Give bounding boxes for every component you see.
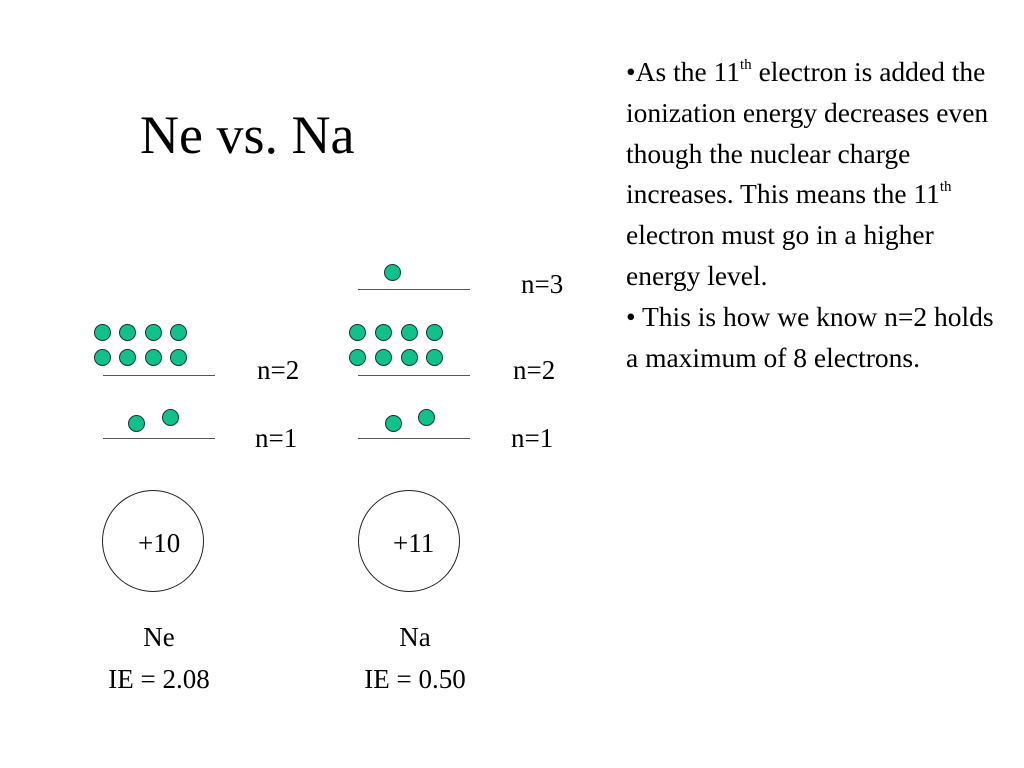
slide-title: Ne vs. Na xyxy=(140,105,355,165)
ne-n1-electron xyxy=(128,415,145,432)
ne-n2-electron xyxy=(170,324,187,341)
ne-n2-electron xyxy=(94,349,111,366)
bullet-1-text-b: electron is added the ionization energy … xyxy=(626,56,989,210)
ne-n2-electron xyxy=(119,324,136,341)
na-element-label: Na xyxy=(399,622,431,652)
na-n2-electron xyxy=(401,349,418,366)
na-n3-label: n=3 xyxy=(521,269,564,299)
na-n3-level-line xyxy=(358,289,470,290)
na-n2-electron xyxy=(375,324,392,341)
ne-n2-label: n=2 xyxy=(257,355,300,385)
na-ie-label: IE = 0.50 xyxy=(364,664,466,694)
na-n2-level-line xyxy=(358,375,470,376)
bullet-1-superscript-a: th xyxy=(740,57,752,73)
na-n1-label: n=1 xyxy=(511,423,554,453)
ne-nucleus-charge: +10 xyxy=(138,528,181,558)
bullet-1-text-c: electron must go in a higher energy leve… xyxy=(626,219,934,291)
na-n2-electron xyxy=(349,349,366,366)
na-n2-label: n=2 xyxy=(513,355,556,385)
na-n2-electron xyxy=(426,324,443,341)
bullet-1-text-a: •As the 11 xyxy=(626,56,741,87)
na-nucleus-charge: +11 xyxy=(393,528,435,558)
na-n2-electron xyxy=(401,324,418,341)
na-n2-electron xyxy=(375,349,392,366)
ne-n2-electron xyxy=(94,324,111,341)
na-n1-level-line xyxy=(358,438,470,439)
na-n1-electron xyxy=(385,415,402,432)
ne-n1-level-line xyxy=(103,438,215,439)
na-n1-electron xyxy=(418,409,435,426)
ne-ie-label: IE = 2.08 xyxy=(108,664,210,694)
ne-n1-label: n=1 xyxy=(255,423,298,453)
ne-nucleus xyxy=(102,490,204,592)
na-nucleus xyxy=(358,490,460,592)
ne-element-label: Ne xyxy=(143,622,175,652)
bullet-1: •As the 11th electron is added the ioniz… xyxy=(626,52,1006,297)
ne-n2-electron xyxy=(145,324,162,341)
bullet-1-superscript-b: th xyxy=(939,179,952,196)
na-n2-electron xyxy=(426,349,443,366)
ne-n2-level-line xyxy=(103,375,215,376)
ne-n2-electron xyxy=(119,349,136,366)
na-n3-electron xyxy=(384,264,401,281)
na-n2-electron xyxy=(349,324,366,341)
ne-n1-electron xyxy=(162,409,179,426)
explanation-text: •As the 11th electron is added the ioniz… xyxy=(626,52,1006,378)
ne-n2-electron xyxy=(145,349,162,366)
bullet-2: • This is how we know n=2 holds a maximu… xyxy=(626,300,994,373)
ne-n2-electron xyxy=(170,349,187,366)
